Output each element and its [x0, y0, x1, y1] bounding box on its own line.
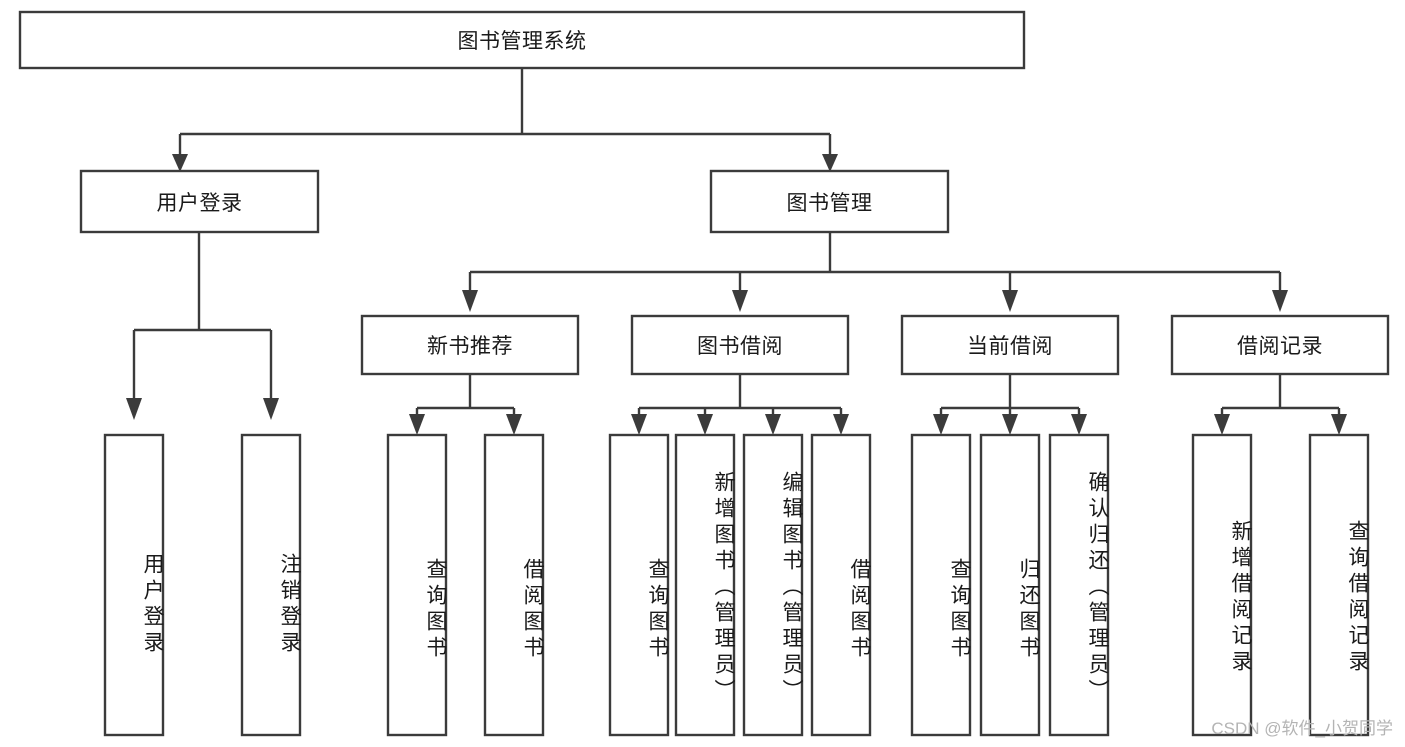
arrow-user-leaf2-icon — [263, 398, 279, 420]
arrow-borrow-l4-icon — [833, 414, 849, 435]
arrow-records-l1-icon — [1214, 414, 1230, 435]
leaf-newbook-borrow-box[interactable] — [483, 433, 545, 737]
leaf-borrow-query-box[interactable] — [608, 433, 670, 737]
arrow-root-to-books-icon — [822, 154, 838, 172]
leaf-current-return-box[interactable] — [979, 433, 1041, 737]
arrow-records-l2-icon — [1331, 414, 1347, 435]
arrow-current-l2-icon — [1002, 414, 1018, 435]
leaf-records-add-box[interactable] — [1191, 433, 1253, 737]
leaf-borrow-lend-box[interactable] — [810, 433, 872, 737]
node-current-box[interactable] — [900, 314, 1120, 376]
arrow-books-c2-icon — [732, 290, 748, 312]
arrow-root-to-user-icon — [172, 154, 188, 172]
node-borrow-box[interactable] — [630, 314, 850, 376]
arrow-current-l3-icon — [1071, 414, 1087, 435]
leaf-user-logout-box[interactable] — [240, 433, 302, 737]
arrow-newbook-l1-icon — [409, 414, 425, 435]
arrow-books-c4-icon — [1272, 290, 1288, 312]
arrow-borrow-l2-icon — [697, 414, 713, 435]
leaf-user-login-box[interactable] — [103, 433, 165, 737]
arrow-current-l1-icon — [933, 414, 949, 435]
arrow-books-c1-icon — [462, 290, 478, 312]
arrow-newbook-l2-icon — [506, 414, 522, 435]
leaf-borrow-add-box[interactable] — [674, 433, 736, 737]
arrow-books-c3-icon — [1002, 290, 1018, 312]
arrow-borrow-l1-icon — [631, 414, 647, 435]
node-user-login-box[interactable] — [79, 169, 320, 234]
arrow-borrow-l3-icon — [765, 414, 781, 435]
arrow-user-leaf1-icon — [126, 398, 142, 420]
leaf-current-query-box[interactable] — [910, 433, 972, 737]
node-book-manage-box[interactable] — [709, 169, 950, 234]
leaf-records-query-box[interactable] — [1308, 433, 1370, 737]
node-root-box[interactable] — [18, 10, 1026, 70]
leaf-newbook-query-box[interactable] — [386, 433, 448, 737]
leaf-borrow-edit-box[interactable] — [742, 433, 804, 737]
leaf-current-confirm-box[interactable] — [1048, 433, 1110, 737]
node-new-book-box[interactable] — [360, 314, 580, 376]
node-records-box[interactable] — [1170, 314, 1390, 376]
